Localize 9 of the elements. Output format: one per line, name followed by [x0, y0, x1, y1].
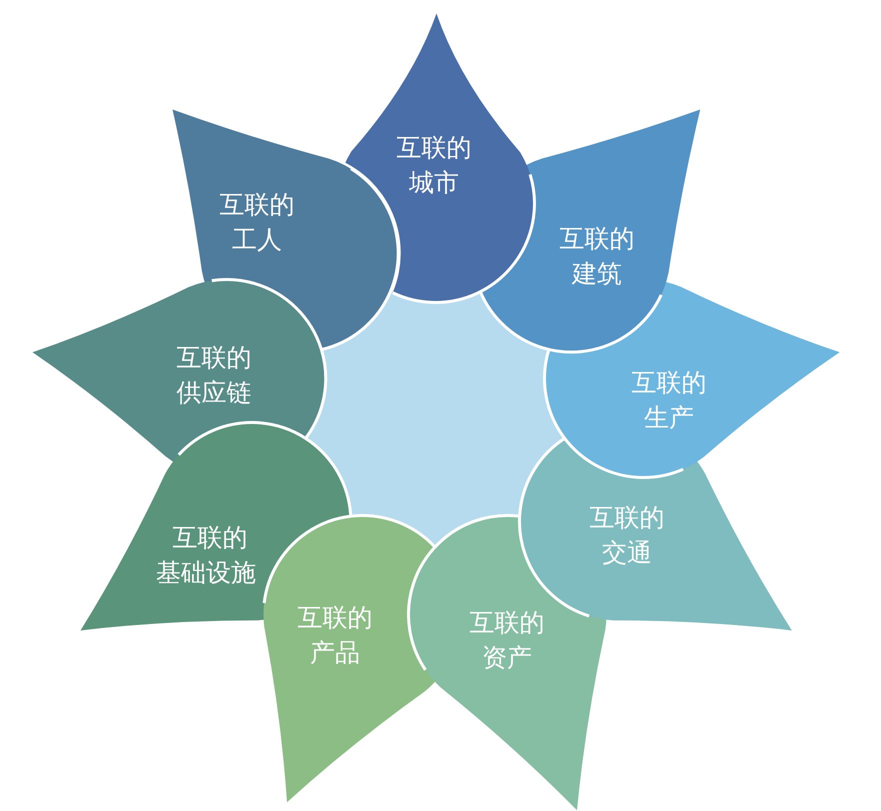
petal-label: 互联的建筑 [558, 223, 636, 290]
petal-label: 互联的城市 [395, 132, 472, 199]
petal-label: 互联的供应链 [176, 342, 252, 409]
petal-label: 互联的工人 [218, 189, 296, 256]
petal-label: 互联的生产 [630, 366, 708, 434]
petal-label: 互联的基础设施 [155, 522, 257, 589]
petal-label: 互联的资产 [468, 606, 546, 674]
petal-label: 互联的交通 [588, 502, 666, 569]
petal-label: 互联的产品 [296, 602, 374, 669]
